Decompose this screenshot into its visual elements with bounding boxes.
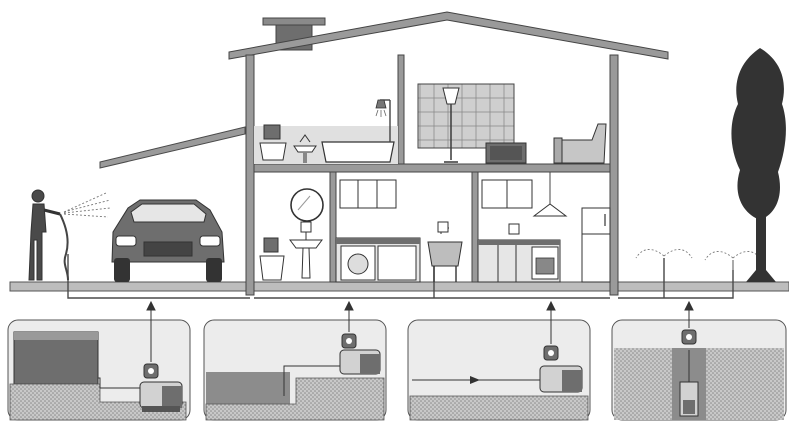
kitchen-cabinets xyxy=(482,180,532,208)
house xyxy=(229,12,668,295)
interior-wall-lower-1 xyxy=(330,172,336,282)
bedroom xyxy=(418,84,606,163)
house-wall-right xyxy=(610,55,618,295)
sprinkler-icon xyxy=(636,249,692,282)
pressure-control-icon xyxy=(438,222,448,232)
kitchen xyxy=(478,172,610,282)
pump-icon xyxy=(140,382,182,412)
tree xyxy=(731,48,785,282)
submersible-pump-icon xyxy=(680,382,698,416)
washroom xyxy=(260,189,323,280)
oven-icon xyxy=(532,247,558,279)
water-spray xyxy=(64,193,110,217)
pressure-control-icon xyxy=(509,224,519,234)
interior-wall-lower-2 xyxy=(472,172,478,282)
laundry-sink-icon xyxy=(428,228,462,282)
shower-icon xyxy=(376,100,386,117)
mirror xyxy=(291,189,323,221)
pressure-control-icon xyxy=(301,222,311,232)
upper-floor-slab xyxy=(254,164,610,172)
panel-well-submersible-pump xyxy=(612,320,786,420)
washroom-sink-icon xyxy=(290,232,322,278)
pressure-control-icon xyxy=(144,364,158,378)
car xyxy=(112,200,224,282)
interior-wall-upper xyxy=(398,55,404,164)
washing-machine-icon xyxy=(341,246,375,280)
garden-hose xyxy=(60,214,68,280)
armchair xyxy=(554,124,606,163)
window xyxy=(418,84,514,148)
wall-cabinets xyxy=(340,180,396,208)
carport-roof xyxy=(100,127,245,168)
person-with-hose xyxy=(29,190,60,280)
pump-icon xyxy=(540,366,582,392)
ground-line xyxy=(10,282,789,291)
pressure-control-icon xyxy=(342,334,356,348)
washroom-toilet-icon xyxy=(260,238,284,280)
bathroom xyxy=(254,100,398,164)
pressure-control-icon xyxy=(544,346,558,360)
refrigerator-icon xyxy=(582,208,610,282)
pendant-lamp-icon xyxy=(534,172,566,216)
pump-icon xyxy=(340,350,380,374)
house-wall-left xyxy=(246,55,254,295)
pressure-control-icon xyxy=(682,330,696,344)
